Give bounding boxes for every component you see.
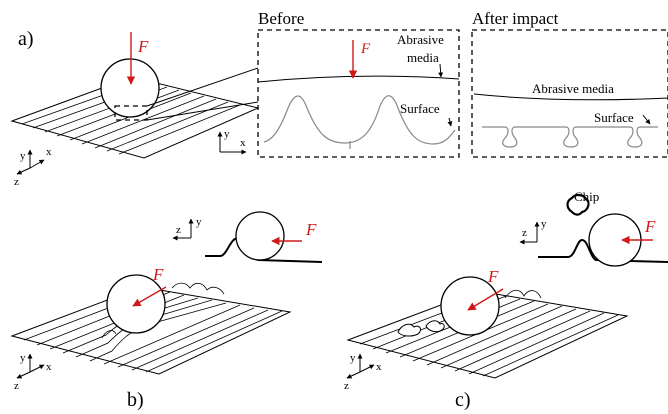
- panel-b-axis-z: z: [14, 380, 19, 392]
- panel-b-inset-y: y: [196, 216, 202, 228]
- after-title: After impact: [472, 9, 559, 28]
- before-media-label-2: media: [407, 50, 439, 65]
- panel-c-inset-y: y: [541, 218, 547, 230]
- before-media-line: [257, 75, 460, 83]
- panel-c-crater-2: [425, 320, 445, 333]
- panel-b-label: b): [127, 389, 144, 411]
- zoom-region: [114, 105, 148, 121]
- panel-c-inset-z: z: [522, 227, 527, 239]
- axis-triad-a: y x z: [14, 146, 52, 188]
- before-surface-profile: [263, 95, 456, 145]
- after-surface-profile: [482, 126, 658, 148]
- after-media-line: [473, 93, 668, 101]
- before-media-label-1: Abrasive: [397, 32, 444, 47]
- panel-b-inset-z: z: [176, 224, 181, 236]
- axis-xy-small: y x: [217, 128, 247, 155]
- chip-shape: [566, 193, 590, 216]
- panel-c-label: c): [455, 389, 471, 411]
- before-title: Before: [258, 9, 304, 28]
- panel-b-axis-y: y: [20, 352, 26, 364]
- panel-b-axis-x: x: [46, 361, 52, 373]
- panel-c-axis-x: x: [376, 361, 382, 373]
- axis-y-label: y: [20, 150, 26, 162]
- after-media-label: Abrasive media: [532, 81, 614, 96]
- panel-b: F y z F y: [10, 211, 323, 411]
- panel-a: a) F y x z: [10, 9, 668, 188]
- panel-c-axis-z: z: [344, 380, 349, 392]
- axis-z-label: z: [14, 176, 19, 188]
- panel-c-plate: [346, 289, 629, 379]
- panel-a-label: a): [18, 28, 34, 50]
- panel-c-axis-y: y: [350, 352, 356, 364]
- panel-c-crater-1: [397, 323, 422, 337]
- panel-c-inset: F Chip y z: [519, 189, 668, 267]
- before-force-label: F: [360, 41, 371, 57]
- panel-a-force-label: F: [137, 37, 149, 56]
- axis-triad-b: y x z: [14, 352, 52, 392]
- panel-a-sphere: [100, 58, 160, 118]
- axis-triad-c: y x z: [344, 352, 382, 392]
- before-box: Before F Abrasive media Surface: [257, 9, 460, 158]
- panel-c-force-arrow: [467, 288, 504, 311]
- after-surface-label: Surface: [594, 110, 634, 125]
- panel-c: F Chip y z F: [344, 189, 668, 411]
- axis-small-y-label: y: [224, 128, 230, 140]
- panel-c-inset-force-label: F: [644, 217, 656, 236]
- panel-c-force-label: F: [487, 267, 499, 286]
- panel-b-force-label: F: [152, 265, 164, 284]
- panel-b-force-arrow: [132, 286, 167, 307]
- axis-x-label: x: [46, 146, 52, 158]
- axis-small-x-label: x: [240, 137, 246, 149]
- chip-label: Chip: [574, 189, 599, 204]
- before-surface-label: Surface: [400, 101, 440, 116]
- after-box: After impact Abrasive media Surface: [471, 9, 668, 158]
- panel-b-inset: F y z: [172, 211, 323, 263]
- panel-b-inset-force-label: F: [305, 220, 317, 239]
